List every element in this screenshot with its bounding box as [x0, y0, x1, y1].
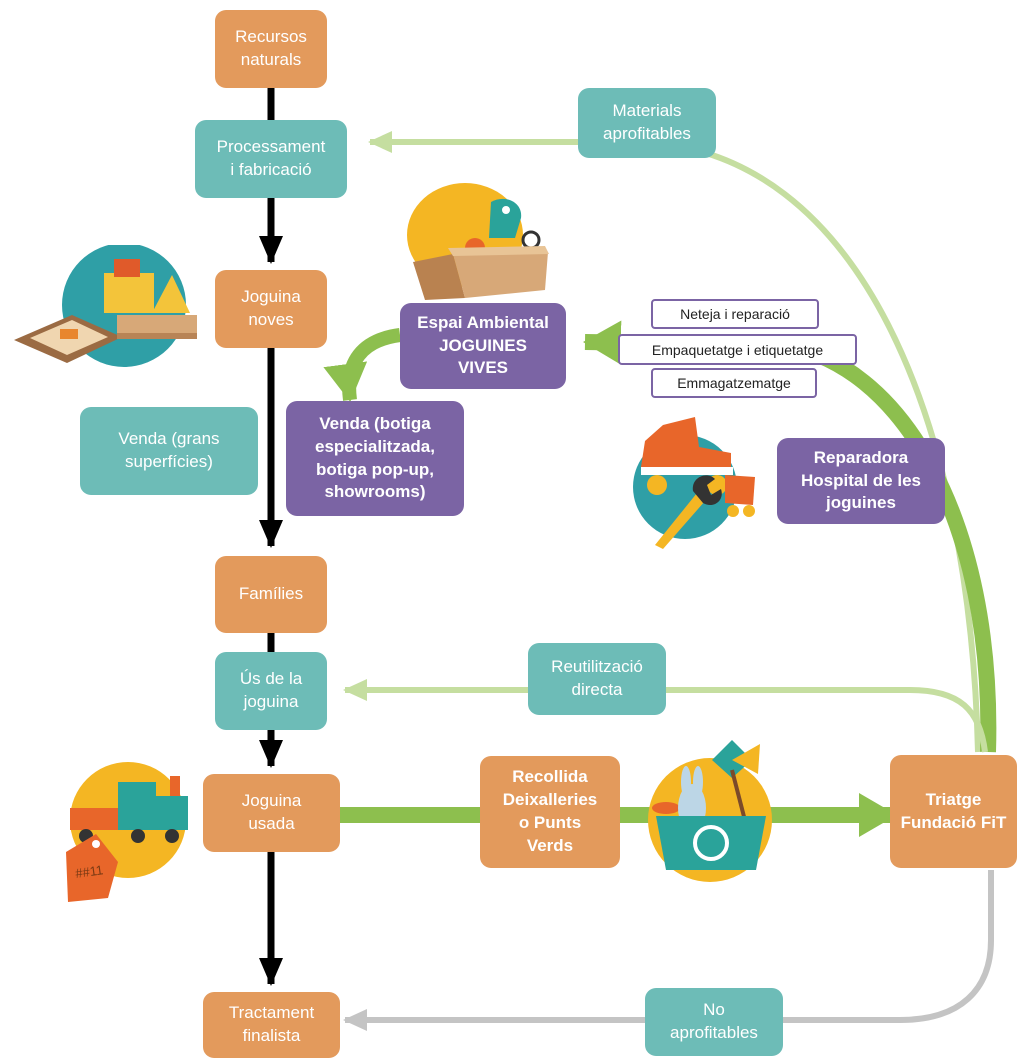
- building-blocks-icon: [14, 245, 197, 367]
- tag-emmagatzematge: Emmagatzematge: [651, 368, 817, 398]
- price-tag-text: ##11: [74, 862, 104, 881]
- node-reparadora: Reparadora Hospital de les joguines: [777, 438, 945, 524]
- node-joguina-usada: Joguina usada: [203, 774, 340, 852]
- node-us-joguina: Ús de la joguina: [215, 652, 327, 730]
- toy-box-dinosaur-icon: [407, 183, 549, 300]
- node-materials-aprofitables: Materials aprofitables: [578, 88, 716, 158]
- node-triatge: Triatge Fundació FiT: [890, 755, 1017, 868]
- node-espai-ambiental: Espai Ambiental JOGUINES VIVES: [400, 303, 566, 389]
- node-tractament-finalista: Tractament finalista: [203, 992, 340, 1058]
- node-no-aprofitables: No aprofitables: [645, 988, 783, 1056]
- arrow-espai-venda: [323, 328, 402, 402]
- arrow-no-aprofitables: [343, 870, 994, 1031]
- node-joguina-noves: Joguina noves: [215, 270, 327, 348]
- node-families: Famílies: [215, 556, 327, 633]
- node-venda-grans: Venda (grans superfícies): [80, 407, 258, 495]
- node-reutilitzacio-directa: Reutilització directa: [528, 643, 666, 715]
- tag-empaquetatge: Empaquetatge i etiquetatge: [618, 334, 857, 365]
- arrow-materials-return: [368, 131, 981, 753]
- node-venda-botiga: Venda (botiga especialitzada, botiga pop…: [286, 401, 464, 516]
- node-recollida: Recollida Deixalleries o Punts Verds: [480, 756, 620, 868]
- node-processament: Processament i fabricació: [195, 120, 347, 198]
- toy-train-icon: ##11: [66, 762, 188, 902]
- tag-neteja-reparacio: Neteja i reparació: [651, 299, 819, 329]
- toy-basket-icon: [648, 740, 772, 882]
- roller-skate-wrench-icon: [633, 417, 755, 549]
- arrow-reutilitzacio: [343, 679, 988, 753]
- node-recursos-naturals: Recursos naturals: [215, 10, 327, 88]
